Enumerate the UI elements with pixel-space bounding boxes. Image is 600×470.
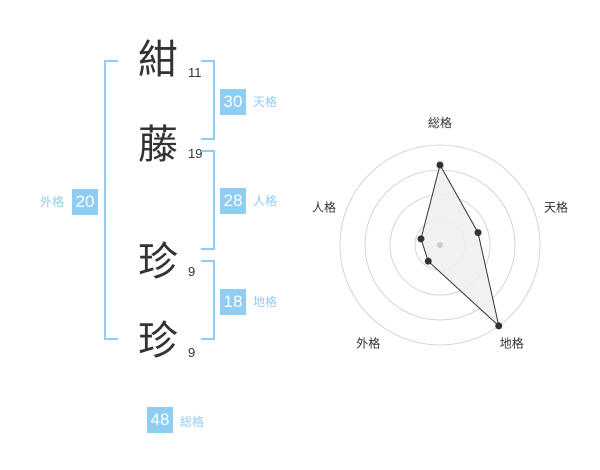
radar-axis-label: 天格: [544, 199, 568, 214]
radar-axis-label: 総格: [428, 115, 452, 130]
gaikaku-badge: 20: [72, 189, 98, 215]
radar-axis-label: 地格: [500, 336, 524, 351]
radar-axis-label: 人格: [312, 199, 336, 214]
jinkaku-bracket: [201, 150, 215, 250]
radar-point-4: [424, 257, 432, 265]
stroke-count-1: 11: [188, 65, 202, 80]
radar-center-point: [437, 242, 443, 248]
stroke-count-2: 19: [188, 146, 203, 161]
tenkaku-badge: 30: [220, 89, 246, 115]
soukaku-badge: 48: [147, 407, 173, 433]
name-char-4: 珍: [138, 318, 178, 364]
radar-point-1: [436, 161, 444, 169]
chikaku-label: 地格: [253, 295, 278, 309]
tenkaku-bracket: [201, 60, 215, 140]
jinkaku-label: 人格: [253, 194, 278, 208]
jinkaku-badge: 28: [220, 188, 246, 214]
stroke-count-4: 9: [188, 345, 196, 360]
soukaku-label: 総格: [180, 415, 205, 429]
radar-axis-label: 外格: [356, 336, 380, 351]
gaikaku-bracket: [104, 60, 118, 340]
radar-area: [420, 163, 500, 328]
radar-point-3: [495, 322, 503, 330]
radar-point-2: [474, 229, 482, 237]
stroke-count-3: 9: [188, 264, 196, 279]
chikaku-badge: 18: [220, 289, 246, 315]
tenkaku-label: 天格: [253, 95, 278, 109]
radar-point-5: [417, 235, 425, 243]
name-char-2: 藤: [138, 122, 178, 168]
chikaku-bracket: [201, 260, 215, 340]
name-char-1: 紺: [138, 37, 178, 83]
name-char-3: 珍: [138, 239, 178, 285]
radar-ring: [339, 144, 541, 346]
gaikaku-label: 外格: [40, 195, 65, 209]
